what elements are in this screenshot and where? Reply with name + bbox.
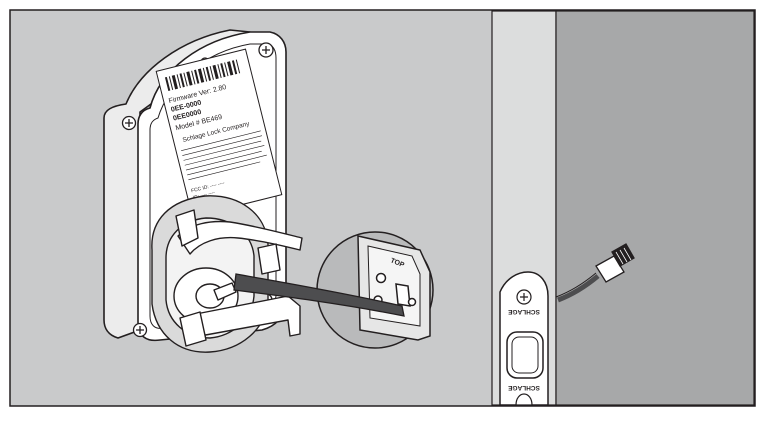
cable-guide-shield bbox=[177, 220, 303, 255]
housing-side bbox=[103, 29, 251, 339]
mortise-slot bbox=[395, 283, 411, 307]
chassis-opening bbox=[151, 195, 303, 353]
strike-plate: SCHLAGE SCHLAGE bbox=[499, 271, 549, 406]
barcode bbox=[164, 59, 241, 92]
strike-screw-bottom bbox=[515, 393, 533, 406]
door-cutout-inset: TOP bbox=[316, 231, 434, 349]
door-face bbox=[555, 10, 755, 406]
strike-brand-upper: SCHLAGE bbox=[507, 308, 539, 315]
mortise-hole-right bbox=[407, 297, 417, 307]
strike-screw-top bbox=[516, 289, 532, 305]
bracket-right bbox=[257, 243, 281, 275]
cutout-top-marking: TOP bbox=[389, 257, 405, 269]
connector-ribs bbox=[615, 247, 632, 265]
screw-top-right bbox=[258, 42, 274, 58]
strike-brand-lower: SCHLAGE bbox=[507, 384, 539, 391]
label-fine-print bbox=[181, 130, 267, 181]
screw-top-left bbox=[121, 115, 137, 131]
mortise-hole-upper bbox=[375, 272, 387, 284]
strike-bolt-hole-inner bbox=[511, 336, 539, 374]
product-label: Firmware Ver: 2.80 0EE-0000 0EE0000 Mode… bbox=[155, 48, 283, 218]
screw-bottom-left bbox=[132, 322, 148, 338]
cable-harness bbox=[233, 273, 405, 317]
connector-cable bbox=[557, 274, 600, 303]
spindle-tab bbox=[213, 282, 237, 301]
latch-tab bbox=[179, 311, 207, 347]
connector-cable-outline bbox=[555, 272, 597, 298]
wire-connector bbox=[555, 243, 635, 303]
connector-housing bbox=[595, 255, 625, 283]
bracket-left bbox=[175, 209, 199, 247]
